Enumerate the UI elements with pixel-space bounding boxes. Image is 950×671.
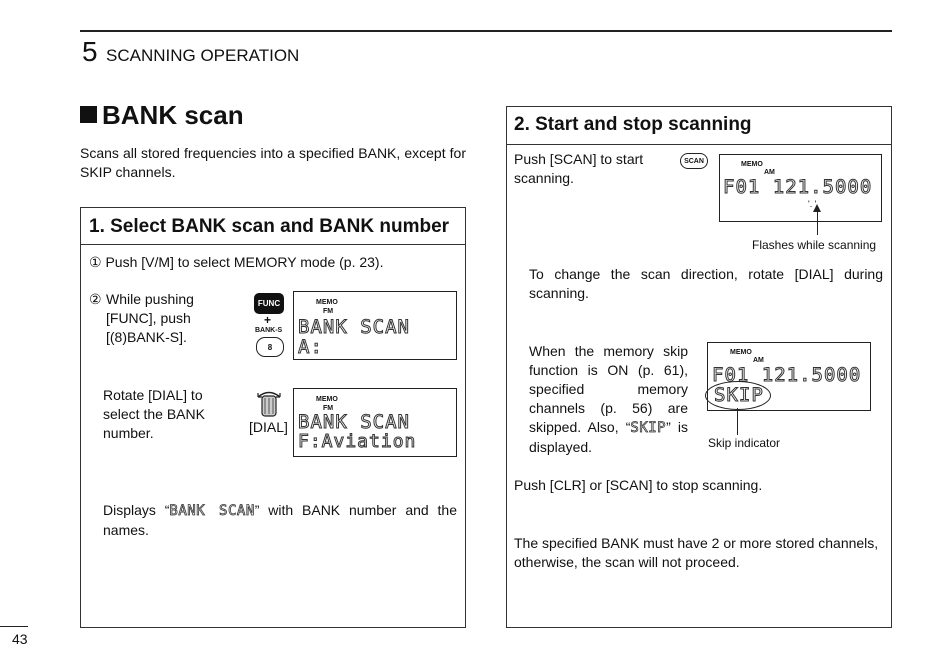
- lcd-memo-label: MEMO: [730, 349, 752, 356]
- select-bank-title: 1. Select BANK scan and BANK number: [89, 216, 450, 237]
- skip-prefix: When the memory skip function is ON (p. …: [529, 343, 688, 435]
- header-rule: [80, 30, 892, 32]
- bank-note: The specified BANK must have 2 or more s…: [514, 535, 879, 570]
- flash-pointer-line: [817, 207, 818, 235]
- section-intro: Scans all stored frequencies into a spec…: [80, 145, 466, 180]
- lcd-line-2: A:: [298, 336, 323, 359]
- plus-sign: +: [264, 313, 272, 327]
- key-8-label: 8: [267, 342, 273, 352]
- bank-s-label: BANK-S: [255, 327, 283, 334]
- flash-pointer-arrow-icon: [813, 204, 821, 212]
- lcd-line-1: BANK SCAN: [298, 411, 410, 434]
- lcd-memo-label: MEMO: [316, 396, 338, 403]
- page-number-rule: [0, 626, 28, 627]
- step-1: ① Push [V/M] to select MEMORY mode (p. 2…: [89, 254, 384, 270]
- dial-label: [DIAL]: [249, 419, 288, 435]
- start-stop-box: [506, 106, 892, 628]
- step-2-text: While pushing [FUNC], push [(8)BANK-S].: [106, 291, 194, 345]
- lcd-display-skip: MEMO AM F01 121.5000 SKIP: [707, 342, 871, 411]
- skip-suffix: ” is displayed.: [529, 419, 688, 455]
- lcd-line-2: F:Aviation: [297, 431, 417, 453]
- stop-text: Push [CLR] or [SCAN] to stop scanning.: [514, 477, 763, 493]
- direction-text: To change the scan direction, rotate [DI…: [529, 266, 883, 301]
- lcd-frequency: F01 121.5000: [722, 176, 873, 199]
- displays-prefix: Displays “: [103, 502, 170, 518]
- page-number: 43: [12, 631, 28, 647]
- lcd-memo-label: MEMO: [741, 161, 763, 168]
- title-divider: [80, 244, 465, 245]
- displays-text: Displays “BANK SCAN” with BANK number an…: [103, 501, 457, 540]
- lcd-frequency: F01 121.5000: [711, 364, 862, 387]
- scan-key-icon: SCAN: [680, 153, 708, 169]
- skip-highlight-ellipse: [705, 381, 771, 410]
- skip-text: When the memory skip function is ON (p. …: [529, 342, 688, 457]
- section-title: BANK scan: [80, 100, 244, 131]
- skip-caption: Skip indicator: [708, 436, 781, 450]
- rotate-dial-text: Rotate [DIAL] to select the BANK number.: [103, 387, 205, 441]
- displays-suffix: ” with BANK number and the names.: [103, 502, 457, 538]
- lcd-mode-label: AM: [764, 169, 775, 176]
- start-stop-title: 2. Start and stop scanning: [514, 114, 752, 135]
- lcd-mode-label: FM: [323, 308, 334, 315]
- displays-lcd-text: BANK SCAN: [169, 503, 255, 520]
- lcd-line-1: BANK SCAN: [298, 316, 410, 339]
- flashes-caption: Flashes while scanning: [752, 238, 877, 252]
- dial-knob-icon: [257, 391, 281, 417]
- chapter-title: SCANNING OPERATION: [106, 46, 300, 65]
- flash-mark-icon: '. ': [808, 199, 817, 209]
- chapter-number: 5: [82, 36, 98, 67]
- skip-lcd-text: SKIP: [630, 420, 667, 437]
- func-key-icon: FUNC: [254, 293, 284, 314]
- select-bank-box: [80, 207, 466, 628]
- lcd-mode-label: AM: [753, 357, 764, 364]
- push-scan-text: Push [SCAN] to start scanning.: [514, 151, 644, 186]
- step-2-number: ②: [89, 291, 102, 307]
- lcd-mode-label: FM: [323, 405, 334, 412]
- scan-key-label: SCAN: [684, 157, 704, 165]
- lcd-display-bank-a: MEMO FM BANK SCAN A:: [293, 291, 457, 360]
- square-bullet-icon: [80, 106, 97, 123]
- key-8-icon: 8: [256, 337, 284, 357]
- lcd-display-scanning: MEMO AM F01 121.5000 '. ': [719, 154, 882, 222]
- skip-pointer-line: [737, 408, 738, 435]
- lcd-display-bank-f: MEMO FM BANK SCAN F:Aviation: [293, 388, 457, 457]
- section-title-text: BANK scan: [102, 100, 244, 130]
- lcd-memo-label: MEMO: [316, 299, 338, 306]
- title-divider: [506, 144, 891, 145]
- func-key-label: FUNC: [257, 299, 281, 308]
